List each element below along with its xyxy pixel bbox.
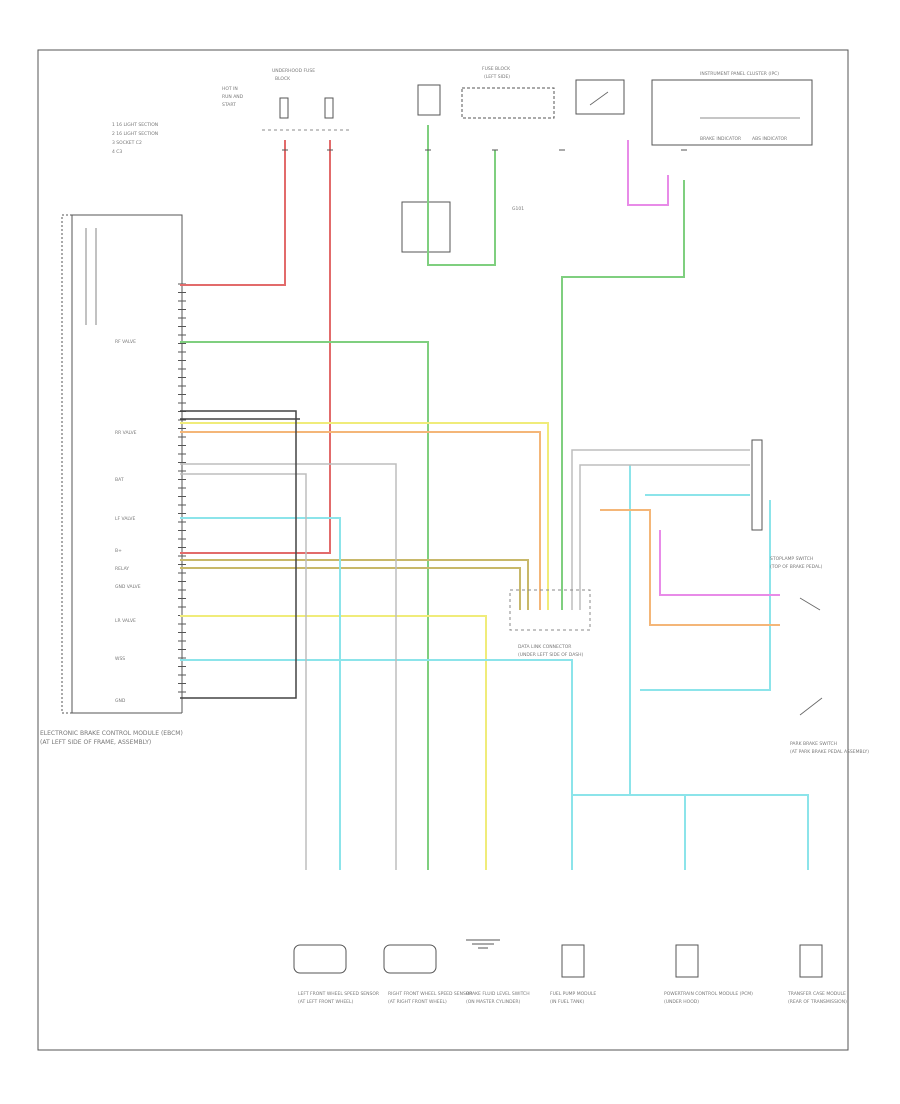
- sensor-location: (AT LEFT FRONT WHEEL): [298, 999, 354, 1005]
- ebcm-pin-label: GND: [115, 698, 126, 704]
- park-brake-name: PARK BRAKE SWITCH: [790, 741, 837, 747]
- wire: [571, 449, 750, 610]
- wire: [600, 509, 780, 626]
- sensor-location: (ON MASTER CYLINDER): [466, 999, 521, 1005]
- legend-item-1: 1 16 LIGHT SECTION: [112, 122, 158, 128]
- wire: [579, 464, 750, 610]
- wires: [180, 125, 809, 870]
- sensor-location: (REAR OF TRANSMISSION): [788, 999, 847, 1005]
- sensor-name: POWERTRAIN CONTROL MODULE (PCM): [664, 991, 753, 997]
- wire: [180, 615, 487, 870]
- fuse-block: FUSE BLOCK (LEFT SIDE): [461, 66, 555, 119]
- ebcm-location: (AT LEFT SIDE OF FRAME, ASSEMBLY): [40, 739, 151, 746]
- ebcm-pin-label: WSS: [115, 656, 125, 662]
- wire: [427, 125, 496, 266]
- wire: [572, 794, 809, 870]
- sensor-name: TRANSFER CASE MODULE: [787, 991, 846, 997]
- underhood-fuse-name: UNDERHOOD FUSE: [272, 68, 315, 74]
- sensor-name: BRAKE FLUID LEVEL SWITCH: [466, 991, 530, 997]
- data-link-connector: DATA LINK CONNECTOR (UNDER LEFT SIDE OF …: [509, 589, 591, 658]
- ebcm-pin-label: LF VALVE: [115, 516, 135, 522]
- wire: [180, 659, 573, 870]
- outer-frame: [37, 49, 849, 1051]
- stoplamp-relay: [575, 79, 625, 115]
- stoplamp-switch: STOPLAMP SWITCH (TOP OF BRAKE PEDAL): [751, 439, 823, 611]
- fuse-block-location: (LEFT SIDE): [484, 74, 510, 80]
- ebcm-terminals: [178, 283, 186, 693]
- cluster-abs-indicator: ABS INDICATOR: [752, 136, 787, 142]
- sensor: POWERTRAIN CONTROL MODULE (PCM) (UNDER HO…: [664, 944, 753, 1005]
- dlc-location: (UNDER LEFT SIDE OF DASH): [518, 652, 584, 658]
- wire: [561, 180, 685, 610]
- ebcm-name: ELECTRONIC BRAKE CONTROL MODULE (EBCM): [40, 730, 183, 737]
- ebcm-pin-label: B+: [115, 548, 122, 554]
- sensor: BRAKE FLUID LEVEL SWITCH (ON MASTER CYLIN…: [466, 991, 530, 1005]
- stoplamp-name: STOPLAMP SWITCH: [770, 556, 813, 562]
- wire: [627, 140, 669, 206]
- sensor: FUEL PUMP MODULE (IN FUEL TANK): [550, 944, 596, 1005]
- sensor-name: FUEL PUMP MODULE: [550, 991, 596, 997]
- instrument-cluster: INSTRUMENT PANEL CLUSTER (IPC) BRAKE IND…: [651, 71, 813, 146]
- wire: [180, 410, 297, 699]
- wire: [180, 517, 341, 870]
- legend: 1 16 LIGHT SECTION 2 16 LIGHT SECTION 3 …: [112, 122, 158, 155]
- fuse-caption-2: RUN AND: [222, 94, 244, 100]
- connector-top-1: [417, 84, 441, 116]
- ebcm-module: ELECTRONIC BRAKE CONTROL MODULE (EBCM) (…: [40, 214, 183, 746]
- wire: [180, 140, 331, 554]
- park-brake-switch: PARK BRAKE SWITCH (AT PARK BRAKE PEDAL A…: [790, 697, 869, 755]
- fuse-caption-3: START: [222, 102, 236, 108]
- sensor-location: (AT RIGHT FRONT WHEEL): [388, 999, 447, 1005]
- wire: [180, 341, 429, 870]
- wire: [180, 567, 521, 610]
- legend-item-4: 4 C3: [112, 149, 122, 155]
- sensor: TRANSFER CASE MODULE (REAR OF TRANSMISSIO…: [787, 944, 847, 1005]
- ground-label: G101: [512, 206, 524, 212]
- wire: [659, 530, 780, 596]
- fuse-block-name: FUSE BLOCK: [482, 66, 511, 72]
- wire: [180, 473, 307, 870]
- cluster-name: INSTRUMENT PANEL CLUSTER (IPC): [700, 71, 779, 77]
- ebcm-pin-label: RF VALVE: [115, 339, 136, 345]
- park-brake-location: (AT PARK BRAKE PEDAL ASSEMBLY): [790, 749, 869, 755]
- ebcm-pin-label: LR VALVE: [115, 618, 136, 624]
- ebcm-pin-labels: RF VALVE RR VALVE BAT LF VALVE B+ RELAY GND VA…: [115, 339, 141, 704]
- sensor: LEFT FRONT WHEEL SPEED SENSOR (AT LEFT FR…: [293, 944, 379, 1005]
- ebcm-pin-label: BAT: [115, 477, 124, 483]
- legend-item-2: 2 16 LIGHT SECTION: [112, 131, 158, 137]
- sensors: LEFT FRONT WHEEL SPEED SENSOR (AT LEFT FR…: [293, 944, 847, 1005]
- sensor-name: RIGHT FRONT WHEEL SPEED SENSOR: [388, 991, 473, 997]
- wire: [180, 463, 397, 870]
- sensor-name: LEFT FRONT WHEEL SPEED SENSOR: [298, 991, 379, 997]
- connector-block-left: [401, 201, 451, 253]
- ebcm-pin-label: GND VALVE: [115, 584, 141, 590]
- underhood-fuse-location: BLOCK: [275, 76, 291, 82]
- sensor-location: (UNDER HOOD): [664, 999, 699, 1005]
- wire: [640, 500, 771, 691]
- ground-symbol: [466, 939, 500, 949]
- dlc-name: DATA LINK CONNECTOR: [518, 644, 571, 650]
- stoplamp-location: (TOP OF BRAKE PEDAL): [770, 564, 823, 570]
- wire: [180, 422, 549, 610]
- legend-item-3: 3 SOCKET C2: [112, 140, 142, 146]
- wire: [180, 431, 541, 610]
- fuse-caption: HOT IN: [222, 86, 238, 92]
- underhood-fuse-block: UNDERHOOD FUSE BLOCK HOT IN RUN AND STAR…: [222, 68, 352, 131]
- wire: [180, 140, 286, 286]
- ebcm-pin-label: RR VALVE: [115, 430, 137, 436]
- sensor: RIGHT FRONT WHEEL SPEED SENSOR (AT RIGHT …: [383, 944, 473, 1005]
- sensor-location: (IN FUEL TANK): [550, 999, 584, 1005]
- ebcm-pin-label: RELAY: [115, 566, 129, 572]
- cluster-brake-indicator: BRAKE INDICATOR: [700, 136, 741, 142]
